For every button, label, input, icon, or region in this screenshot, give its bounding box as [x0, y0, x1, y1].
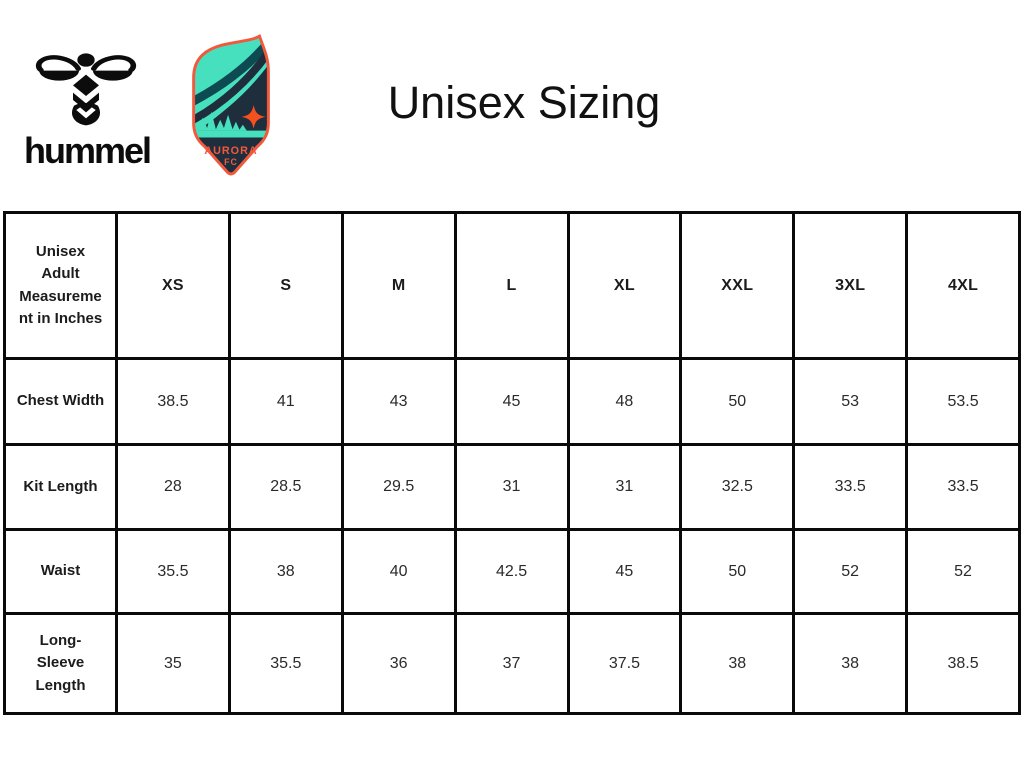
table-cell: 48: [566, 357, 683, 446]
table-cell: 33.5: [905, 443, 1021, 531]
table-cell: 31: [566, 443, 683, 531]
table-cell: 36: [340, 612, 457, 715]
corner-header: Unisex Adult Measurement in Inches: [3, 211, 118, 360]
crest-trees: [193, 111, 269, 138]
table-cell: 42.5: [453, 528, 570, 615]
size-column-header-xxl: XXL: [679, 211, 796, 360]
table-cell: 53.5: [905, 357, 1021, 446]
page-title: Unisex Sizing: [387, 77, 661, 128]
table-cell: 38.5: [115, 357, 231, 446]
table-cell: 28: [115, 443, 231, 531]
aurora-wordmark: AURORA: [204, 145, 257, 157]
sizing-table: Unisex Adult Measurement in Inches XS S …: [3, 211, 1021, 715]
table-cell: 28.5: [227, 443, 344, 531]
size-column-header-s: S: [227, 211, 344, 360]
table-cell: 38: [792, 612, 909, 715]
size-column-header-m: M: [340, 211, 457, 360]
table-row-kit-length: Kit Length 28 28.5 29.5 31 31 32.5 33.5 …: [3, 443, 1021, 531]
row-label: Chest Width: [3, 357, 118, 446]
table-cell: 32.5: [679, 443, 796, 531]
table-row-waist: Waist 35.5 38 40 42.5 45 50 52 52: [3, 528, 1021, 615]
table-header-row: Unisex Adult Measurement in Inches XS S …: [3, 211, 1021, 360]
table-cell: 38: [679, 612, 796, 715]
hummel-wordmark: hummel: [24, 130, 152, 171]
crest-star-icon: [241, 105, 266, 129]
size-column-header-l: L: [453, 211, 570, 360]
table-cell: 35.5: [115, 528, 231, 615]
table-cell: 33.5: [792, 443, 909, 531]
table-cell: 52: [905, 528, 1021, 615]
hummel-logo: hummel: [24, 52, 152, 171]
table-cell: 50: [679, 357, 796, 446]
size-column-header-xs: XS: [115, 211, 231, 360]
table-cell: 52: [792, 528, 909, 615]
table-cell: 45: [453, 357, 570, 446]
hummel-bee-icon: [35, 53, 137, 126]
table-cell: 40: [340, 528, 457, 615]
row-label: Kit Length: [3, 443, 118, 531]
size-column-header-3xl: 3XL: [792, 211, 909, 360]
table-cell: 35.5: [227, 612, 344, 715]
table-cell: 37.5: [566, 612, 683, 715]
size-column-header-4xl: 4XL: [905, 211, 1021, 360]
table-cell: 45: [566, 528, 683, 615]
table-cell: 37: [453, 612, 570, 715]
table-cell: 38.5: [905, 612, 1021, 715]
table-cell: 31: [453, 443, 570, 531]
row-label: Long-Sleeve Length: [3, 612, 118, 715]
aurora-fc-crest: AURORA FC: [192, 34, 270, 176]
table-cell: 41: [227, 357, 344, 446]
table-cell: 50: [679, 528, 796, 615]
table-cell: 35: [115, 612, 231, 715]
size-column-header-xl: XL: [566, 211, 683, 360]
table-row-long-sleeve-length: Long-Sleeve Length 35 35.5 36 37 37.5 38…: [3, 612, 1021, 715]
table-row-chest-width: Chest Width 38.5 41 43 45 48 50 53 53.5: [3, 357, 1021, 446]
table-cell: 29.5: [340, 443, 457, 531]
aurora-wordmark-sub: FC: [224, 157, 238, 167]
table-cell: 38: [227, 528, 344, 615]
table-cell: 43: [340, 357, 457, 446]
row-label: Waist: [3, 528, 118, 615]
table-cell: 53: [792, 357, 909, 446]
